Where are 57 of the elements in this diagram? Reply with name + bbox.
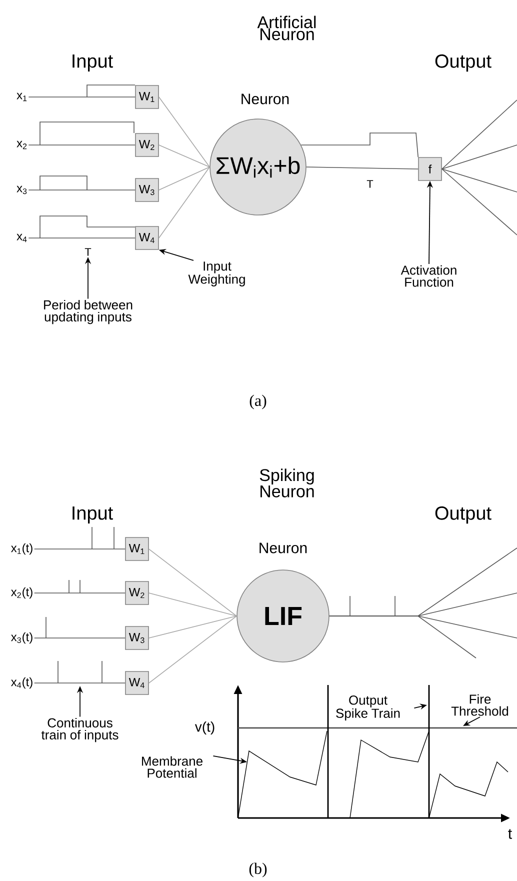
input-label: x$_{4}$(t) — [11, 677, 32, 689]
weight-box: W$_{1}$ — [135, 85, 159, 109]
connector-line — [34, 682, 126, 684]
weight-box: W$_{3}$ — [125, 626, 149, 650]
weight-box: W$_{4}$ — [125, 671, 149, 695]
heading: Neuron — [260, 542, 307, 554]
input-label: x$_{4}$ — [16, 234, 27, 242]
connector-line — [442, 168, 517, 236]
input-label: x$_{1}$(t) — [11, 543, 32, 555]
weight-box: W$_{1}$ — [125, 537, 149, 561]
input-label: x$_{3}$(t) — [11, 632, 32, 644]
heading: Output — [435, 54, 492, 72]
connector-line — [34, 592, 126, 594]
connector-line — [148, 592, 237, 616]
heading: Neuron — [242, 94, 289, 104]
input-label: x$_{1}$ — [16, 92, 27, 102]
connector-line — [442, 144, 517, 170]
period-label: T — [84, 248, 92, 256]
annotation-text: Fire Threshold — [451, 694, 508, 716]
connector-line — [28, 96, 136, 98]
period-label: T — [366, 180, 374, 188]
connector-line — [158, 96, 210, 168]
weight-box: W$_{2}$ — [135, 133, 159, 157]
connector-line — [158, 144, 210, 168]
connector-line — [329, 616, 476, 658]
connector-line — [158, 166, 210, 190]
annotation-text: Activation Function — [400, 265, 456, 287]
connector-line — [442, 100, 517, 170]
heading: Output — [435, 506, 492, 524]
annotation-text: Input Weighting — [188, 262, 245, 286]
connector-line — [28, 144, 136, 146]
activation-box: f — [418, 157, 442, 181]
connector-line — [158, 166, 210, 238]
heading: Input — [72, 506, 113, 524]
annotation-text: Period between updating inputs — [44, 300, 132, 324]
title: Artificial Neuron — [257, 16, 316, 40]
input-label: x$_{2}$(t) — [11, 587, 32, 599]
caption: (b) — [249, 862, 267, 878]
annotation-text: Output Spike Train — [336, 696, 400, 720]
weight-box: W$_{4}$ — [135, 226, 159, 250]
weight-box: W$_{2}$ — [125, 581, 149, 605]
input-label: x$_{2}$ — [16, 140, 27, 150]
connector-line — [442, 168, 517, 192]
heading: Input — [72, 54, 113, 72]
weight-box: W$_{3}$ — [135, 178, 159, 202]
annotation-text: Continuous train of inputs — [41, 718, 118, 742]
annotation-text: Membrane Potential — [142, 756, 202, 778]
axis-label: v(t) — [194, 721, 214, 735]
connector-line — [34, 548, 126, 550]
connector-line — [148, 616, 237, 684]
title: Spiking Neuron — [260, 468, 314, 498]
caption: (a) — [250, 394, 266, 410]
connector-line — [148, 548, 237, 616]
input-label: x$_{3}$ — [16, 186, 27, 194]
axis-label: t — [508, 829, 512, 839]
connector-line — [300, 132, 418, 170]
connector-line — [148, 616, 237, 638]
